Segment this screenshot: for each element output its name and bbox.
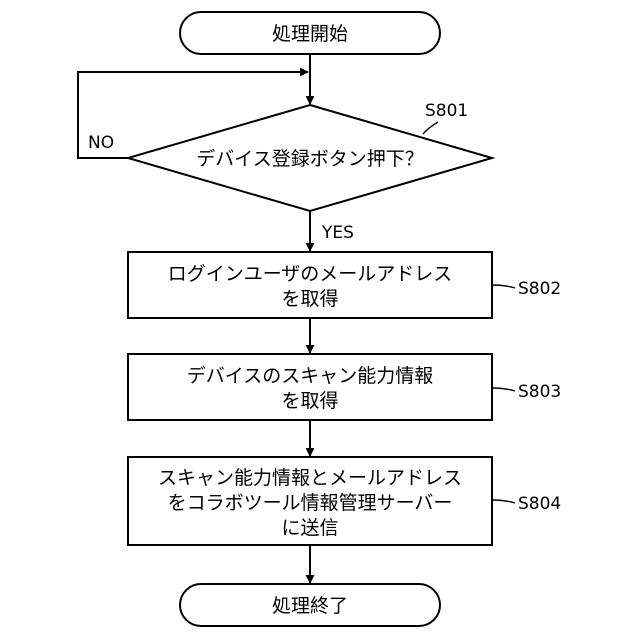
s803-line-2: を取得 xyxy=(281,390,338,412)
step-s801-label: S801 xyxy=(425,101,468,121)
no-label: NO xyxy=(88,133,114,153)
s804-line-3: に送信 xyxy=(281,517,338,539)
end-label: 処理終了 xyxy=(272,595,348,617)
s802-line-1: ログインユーザのメールアドレス xyxy=(168,263,453,285)
step-s804-label: S804 xyxy=(518,494,561,514)
s804-line-2: をコラボツール情報管理サーバー xyxy=(168,492,453,514)
step-s802-leader xyxy=(492,285,515,288)
decision-label: デバイス登録ボタン押下？ xyxy=(196,148,423,170)
s802-line-2: を取得 xyxy=(281,288,338,310)
start-label: 処理開始 xyxy=(272,23,348,45)
step-s801-leader xyxy=(423,122,438,134)
step-s802-label: S802 xyxy=(518,279,561,299)
s804-line-1: スキャン能力情報とメールアドレス xyxy=(158,467,462,489)
step-s803-leader xyxy=(492,388,515,391)
yes-label: YES xyxy=(321,223,354,243)
step-s803-label: S803 xyxy=(518,382,561,402)
step-s804-leader xyxy=(492,500,515,503)
s803-line-1: デバイスのスキャン能力情報 xyxy=(187,365,433,387)
